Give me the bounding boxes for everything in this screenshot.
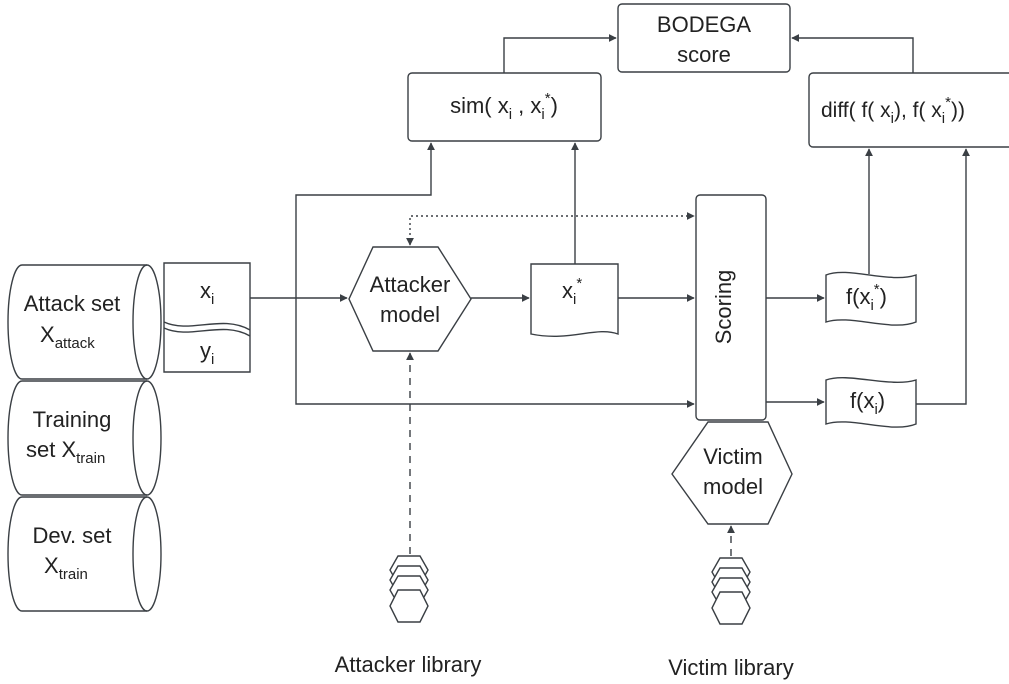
f-xi-label: f(xi) <box>850 388 885 418</box>
f-xi-star-label: f(xi*) <box>846 281 887 314</box>
training-set-line2: set Xtrain <box>26 437 105 467</box>
diff-label: diff( f( xi), f( xi*)) <box>821 94 965 127</box>
edge-xi-to-scoring <box>295 298 695 408</box>
yi-label: yi <box>200 338 214 368</box>
edges <box>250 34 970 556</box>
edge-xi-to-sim <box>295 142 435 298</box>
victim-library-stack-icon <box>711 557 751 625</box>
attack-set-line1: Attack set <box>24 291 121 316</box>
attacker-library-stack-icon <box>389 555 429 623</box>
attacker-model-node: Attacker model <box>348 246 472 352</box>
diff-node: diff( f( xi), f( xi*)) <box>808 72 1009 148</box>
attacker-library-label: Attacker library <box>335 652 482 677</box>
edge-attacker-scoring-feedback <box>406 212 695 246</box>
edge-f-xi-to-diff <box>916 148 970 405</box>
bodega-score-line1: BODEGA <box>657 12 751 37</box>
bodega-score-node: BODEGA score <box>617 3 791 73</box>
training-set-cylinder: Training set Xtrain <box>7 380 162 496</box>
sim-label: sim( xi , xi*) <box>450 90 558 123</box>
victim-model-line1: Victim <box>703 444 763 469</box>
scoring-label: Scoring <box>711 270 736 345</box>
edge-sim-to-bodega <box>503 34 617 73</box>
xi-star-label: xi* <box>562 275 582 308</box>
victim-model-node: Victim model <box>671 421 793 525</box>
dev-set-line1: Dev. set <box>32 523 111 548</box>
xi-star-document: xi* <box>530 263 619 338</box>
training-set-line1: Training <box>33 407 112 432</box>
bodega-score-line2: score <box>677 42 731 67</box>
f-xi-star-document: f(xi*) <box>825 271 917 326</box>
victim-model-line2: model <box>703 474 763 499</box>
attacker-model-line2: model <box>380 302 440 327</box>
attack-set-cylinder: Attack set Xattack <box>7 264 162 380</box>
attack-set-line2: Xattack <box>40 322 95 352</box>
sim-node: sim( xi , xi*) <box>407 72 602 142</box>
attacker-model-line1: Attacker <box>370 272 451 297</box>
f-xi-document: f(xi) <box>825 376 917 428</box>
scoring-node: Scoring <box>695 194 767 421</box>
dev-set-cylinder: Dev. set Xtrain <box>7 496 162 612</box>
xi-yi-document: xi yi <box>163 262 251 373</box>
dev-set-line2: Xtrain <box>44 553 88 583</box>
edge-diff-to-bodega <box>791 34 914 73</box>
victim-library-label: Victim library <box>668 655 794 680</box>
xi-label: xi <box>200 278 214 308</box>
